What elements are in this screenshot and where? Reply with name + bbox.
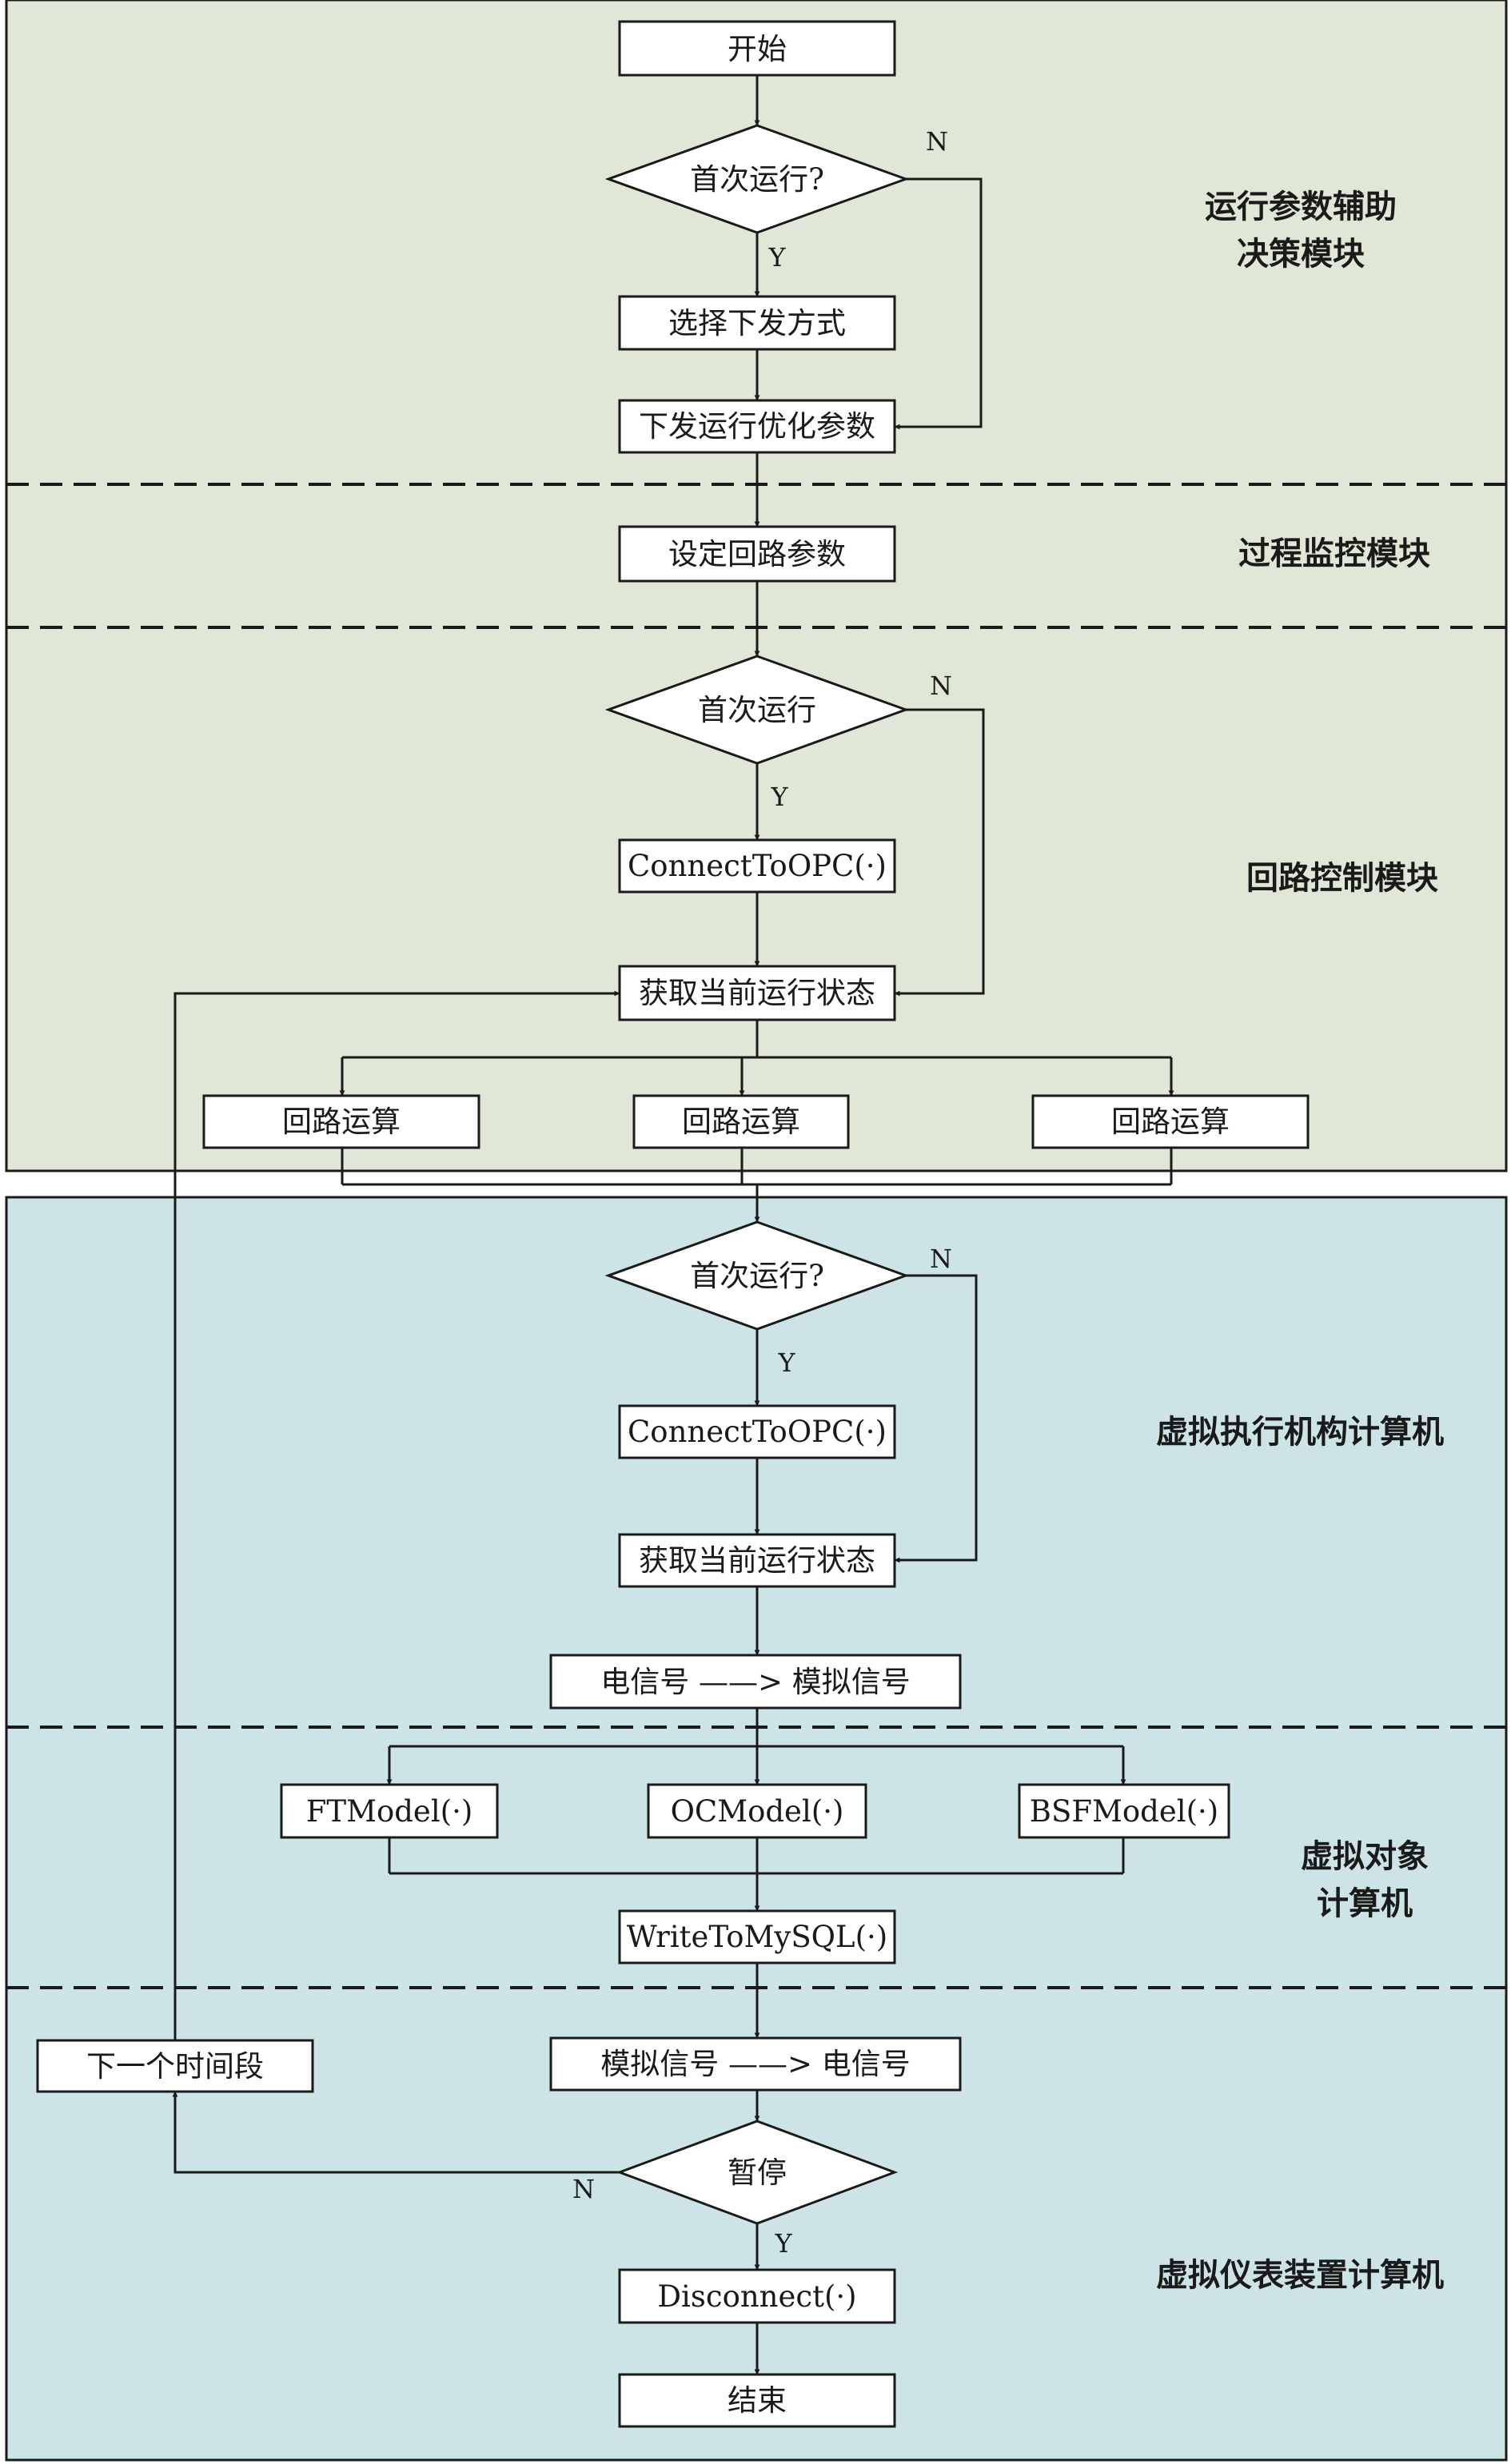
node-get-state-1-text: 获取当前运行状态: [639, 976, 875, 1010]
module-label-decision-2: 决策模块: [1237, 236, 1365, 273]
label-pause-no: N: [572, 2174, 595, 2204]
decision-first-run-2-text: 首次运行: [698, 693, 816, 727]
node-loop-calc-2: 回路运算: [632, 1094, 850, 1149]
node-loop-calc-2-text: 回路运算: [682, 1105, 800, 1139]
decision-first-run-1-text: 首次运行?: [690, 162, 824, 197]
label-q2-no: N: [930, 1244, 952, 1274]
module-label-loop-control: 回路控制模块: [1246, 860, 1438, 897]
node-elec-to-analog: 电信号 ——> 模拟信号: [549, 1654, 962, 1710]
node-elec-to-analog-text: 电信号 ——> 模拟信号: [600, 1665, 911, 1699]
node-bsf-model: BSFModel(·): [1018, 1783, 1230, 1839]
decision-first-run-2: 首次运行: [604, 655, 910, 765]
node-get-state-2: 获取当前运行状态: [618, 1533, 896, 1588]
module-label-object-2: 计算机: [1317, 1885, 1413, 1922]
node-disconnect: Disconnect(·): [618, 2268, 896, 2324]
node-next-period: 下一个时间段: [36, 2039, 314, 2093]
node-write-mysql: WriteToMySQL(·): [618, 1909, 896, 1964]
node-oc-model-text: OCModel(·): [671, 1794, 844, 1829]
node-loop-calc-3-text: 回路运算: [1111, 1105, 1230, 1139]
decision-first-run-3: 首次运行?: [604, 1220, 910, 1331]
edge-first2-no: [894, 708, 985, 997]
node-loop-calc-3: 回路运算: [1031, 1094, 1310, 1149]
node-analog-to-elec: 模拟信号 ——> 电信号: [549, 2036, 962, 2092]
node-connect-opc-1-text: ConnectToOPC(·): [628, 849, 887, 883]
node-write-mysql-text: WriteToMySQL(·): [627, 1920, 887, 1954]
edge-loopback: [173, 990, 620, 2040]
decision-first-run-1: 首次运行?: [604, 124, 910, 234]
node-set-loop-text: 设定回路参数: [668, 537, 846, 571]
node-start: 开始: [618, 20, 896, 77]
edge-pause-no: [172, 2091, 620, 2174]
module-label-instrument: 虚拟仪表装置计算机: [1156, 2257, 1444, 2294]
node-set-loop: 设定回路参数: [618, 525, 896, 583]
node-ft-model-text: FTModel(·): [306, 1794, 473, 1829]
label-first2-no: N: [930, 671, 952, 701]
label-q1-no: N: [926, 126, 948, 157]
node-loop-calc-1: 回路运算: [202, 1094, 480, 1149]
node-bsf-model-text: BSFModel(·): [1030, 1794, 1218, 1829]
edge-q1-no: [894, 177, 983, 430]
node-connect-opc-2: ConnectToOPC(·): [618, 1404, 896, 1459]
node-send-params-text: 下发运行优化参数: [639, 409, 875, 444]
decision-pause: 暂停: [616, 2120, 899, 2225]
node-end: 结束: [618, 2373, 896, 2428]
label-q2-yes: Y: [777, 1347, 795, 1378]
node-analog-to-elec-text: 模拟信号 ——> 电信号: [600, 2047, 911, 2081]
module-label-actuator: 虚拟执行机构计算机: [1156, 1414, 1444, 1451]
node-select-mode: 选择下发方式: [618, 295, 896, 351]
node-send-params: 下发运行优化参数: [618, 399, 896, 454]
edge-q2-no: [894, 1274, 978, 1563]
node-get-state-2-text: 获取当前运行状态: [639, 1543, 875, 1578]
node-end-text: 结束: [728, 2383, 787, 2418]
node-loop-calc-1-text: 回路运算: [282, 1105, 401, 1139]
node-start-text: 开始: [728, 32, 787, 66]
decision-first-run-3-text: 首次运行?: [690, 1259, 824, 1293]
node-disconnect-text: Disconnect(·): [657, 2279, 856, 2314]
module-label-monitor: 过程监控模块: [1238, 535, 1430, 572]
node-connect-opc-1: ConnectToOPC(·): [618, 838, 896, 894]
label-q1-yes: Y: [767, 242, 786, 273]
node-oc-model: OCModel(·): [647, 1783, 867, 1839]
module-label-object: 虚拟对象: [1301, 1838, 1429, 1875]
label-first2-yes: Y: [770, 782, 788, 812]
node-ft-model: FTModel(·): [280, 1783, 499, 1839]
decision-pause-text: 暂停: [728, 2156, 787, 2190]
node-next-period-text: 下一个时间段: [86, 2049, 264, 2084]
node-connect-opc-2-text: ConnectToOPC(·): [628, 1415, 887, 1449]
label-pause-yes: Y: [774, 2228, 792, 2259]
node-get-state-1: 获取当前运行状态: [618, 965, 896, 1021]
node-select-mode-text: 选择下发方式: [668, 306, 846, 340]
module-label-decision: 运行参数辅助: [1205, 189, 1397, 225]
